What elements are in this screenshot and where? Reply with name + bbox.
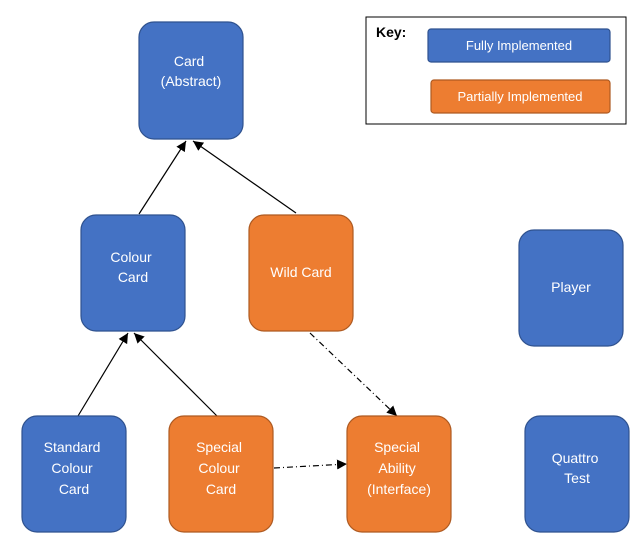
- node-colour-card-line: Colour: [110, 249, 152, 265]
- legend-item-partially-implemented: Partially Implemented: [430, 79, 611, 114]
- edge-special-colour-card-to-special-ability: [273, 459, 348, 470]
- svg-text:Quattro Test: Quattro Test: [552, 450, 603, 486]
- legend-label-partially: Partially Implemented: [458, 89, 583, 104]
- node-special-ability-line: (Interface): [367, 481, 431, 497]
- node-special-colour-card-line: Colour: [198, 460, 240, 476]
- svg-text:Special Ability (I: Special Ability (Interface): [367, 439, 431, 497]
- node-standard-colour-card[interactable]: Standard Colour Card: [21, 415, 127, 533]
- node-quattro-test-line: Test: [564, 470, 590, 486]
- legend: Key: Fully Implemented Partially Impleme…: [365, 16, 627, 125]
- legend-swatch-partially: [430, 79, 611, 114]
- legend-label-fully: Fully Implemented: [466, 38, 572, 53]
- svg-text:Wild Card: Wild Card: [270, 264, 331, 280]
- edge-wild-card-to-special-ability: [309, 332, 398, 417]
- node-player-line: Player: [551, 279, 591, 295]
- node-wild-card-line: Wild Card: [270, 264, 331, 280]
- node-quattro-test[interactable]: Quattro Test: [524, 415, 630, 533]
- node-colour-card[interactable]: Colour Card: [80, 214, 186, 332]
- node-special-colour-card[interactable]: Special Colour Card: [168, 415, 274, 533]
- node-card[interactable]: Card (Abstract): [138, 21, 244, 140]
- svg-text:Card (Abstract): Card (Abstract): [161, 53, 222, 89]
- edge-colour-card-to-card: [138, 140, 187, 215]
- node-card-line: Card: [174, 53, 204, 69]
- legend-swatch-fully: [427, 28, 611, 63]
- legend-item-fully-implemented: Fully Implemented: [427, 28, 611, 63]
- node-colour-card-line: Card: [118, 269, 148, 285]
- edges-layer: [77, 140, 398, 470]
- node-standard-colour-card-line: Card: [59, 481, 89, 497]
- svg-text:Colour Card: Colour Card: [110, 249, 155, 285]
- legend-title: Key:: [376, 24, 406, 40]
- svg-text:Player: Player: [551, 279, 591, 295]
- node-special-colour-card-line: Special: [196, 439, 242, 455]
- node-standard-colour-card-line: Standard: [44, 439, 101, 455]
- node-card-line: (Abstract): [161, 73, 222, 89]
- svg-text:Special Colour Car: Special Colour Card: [196, 439, 246, 497]
- node-player[interactable]: Player: [518, 229, 624, 347]
- node-standard-colour-card-line: Colour: [51, 460, 93, 476]
- edge-standard-colour-card-to-colour-card: [77, 332, 129, 417]
- node-special-ability[interactable]: Special Ability (Interface): [346, 415, 452, 533]
- node-special-ability-line: Special: [374, 439, 420, 455]
- edge-wild-card-to-card: [192, 140, 297, 214]
- edge-special-colour-card-to-colour-card: [133, 332, 218, 417]
- node-special-ability-line: Ability: [378, 460, 415, 476]
- node-quattro-test-line: Quattro: [552, 450, 599, 466]
- node-special-colour-card-line: Card: [206, 481, 236, 497]
- svg-text:Standard Colour Ca: Standard Colour Card: [44, 439, 105, 497]
- node-wild-card[interactable]: Wild Card: [248, 214, 354, 332]
